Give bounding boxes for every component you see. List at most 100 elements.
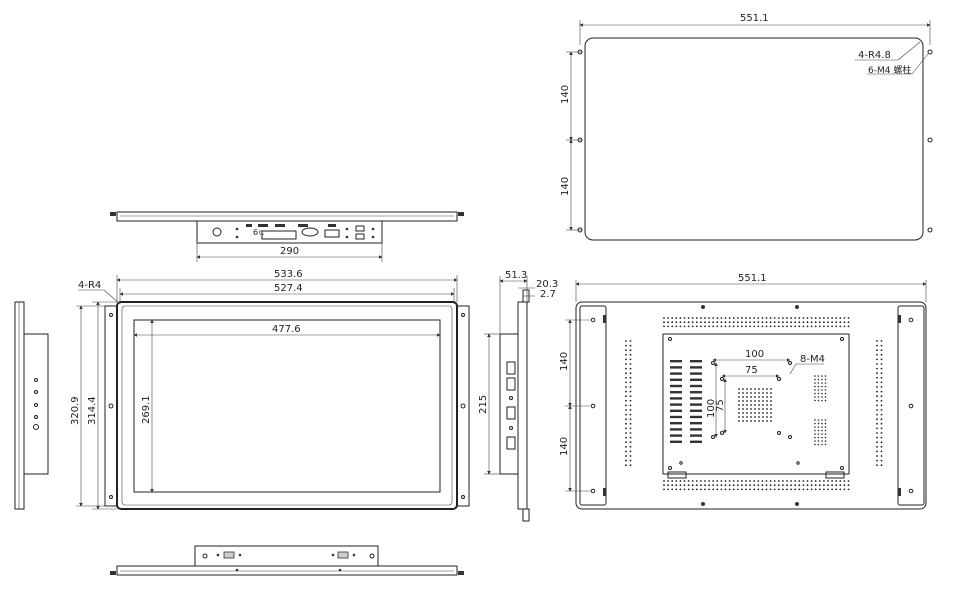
vent-dot <box>749 317 751 319</box>
vent-dot <box>827 317 829 319</box>
vent-dot <box>814 396 816 398</box>
vent-dot <box>770 408 772 410</box>
vent-dot <box>625 358 627 361</box>
vent-slot <box>670 384 682 388</box>
vent-dot <box>766 396 768 398</box>
vent-dot <box>817 443 820 446</box>
vent-dot <box>667 484 669 487</box>
vent-dot <box>629 445 632 448</box>
vent-dot <box>818 488 821 491</box>
vent-dot <box>753 484 756 487</box>
vent-dot <box>683 325 686 328</box>
vent-dot <box>683 484 686 487</box>
vent-dot <box>876 386 878 388</box>
vent-dot <box>814 378 816 381</box>
vent-dot <box>754 400 756 402</box>
vesa-screws-label: 8-M4 <box>800 354 825 365</box>
vent-dot <box>732 325 735 328</box>
vent-dot <box>821 433 823 435</box>
vent-dot <box>708 321 710 324</box>
vent-dot <box>817 440 820 442</box>
vent-dot <box>625 376 627 379</box>
vent-dot <box>818 480 821 482</box>
vesa-75v-label: 75 <box>715 399 726 412</box>
vent-dot <box>814 321 817 324</box>
vent-dot <box>814 422 816 425</box>
vent-dot <box>823 325 825 328</box>
vent-dot <box>814 440 816 442</box>
vent-dot <box>629 395 632 398</box>
vent-dot <box>821 426 823 428</box>
vent-dot <box>806 484 809 487</box>
vent-dot <box>766 420 768 422</box>
vent-dot <box>742 416 744 418</box>
vent-dot <box>757 317 760 319</box>
vent-dot <box>625 464 627 467</box>
vent-dot <box>753 321 756 324</box>
left-side-view <box>14 301 49 510</box>
vent-dot <box>827 480 829 482</box>
vent-dot <box>629 418 632 421</box>
vent-dot <box>777 480 780 482</box>
vent-dot <box>736 484 739 487</box>
vent-dot <box>817 392 820 395</box>
vent-slot <box>690 409 702 412</box>
vent-dot <box>629 441 632 444</box>
vent-dot <box>754 412 756 414</box>
vent-dot <box>724 480 727 482</box>
vent-dot <box>769 480 772 482</box>
vent-dot <box>754 420 756 422</box>
vent-dot <box>770 420 772 422</box>
vent-slot <box>670 428 682 431</box>
vent-dot <box>810 488 813 491</box>
vent-dot <box>823 488 825 491</box>
vent-slot <box>690 434 702 437</box>
vent-dot <box>817 396 820 398</box>
vent-dot <box>831 484 833 487</box>
vent-dot <box>761 321 764 324</box>
front-bezel <box>116 301 458 510</box>
vent-dot <box>769 317 772 319</box>
vent-dot <box>777 317 780 319</box>
vent-dot <box>798 325 801 328</box>
vent-dot <box>876 459 878 462</box>
vent-dot <box>790 317 792 319</box>
vent-dot <box>810 480 813 482</box>
vent-dot <box>750 412 752 414</box>
vent-dot <box>798 484 801 487</box>
vent-dot <box>679 480 682 482</box>
vent-dot <box>629 390 632 393</box>
vent-dot <box>629 459 632 462</box>
rear-width-label: 551.1 <box>738 273 767 284</box>
vent-dot <box>720 488 723 491</box>
vent-dot <box>835 480 838 482</box>
right-bracket <box>456 305 470 507</box>
vent-dot <box>745 317 747 319</box>
vent-dot <box>742 388 744 390</box>
top-edge-bezel <box>116 211 458 222</box>
vent-dot <box>876 432 878 434</box>
vent-dot <box>712 480 715 482</box>
vent-dot <box>821 419 823 421</box>
top-edge-view: 6⊂ 290 <box>110 211 464 262</box>
vent-slot <box>690 391 702 394</box>
vent-dot <box>880 413 883 416</box>
vent-dot <box>794 484 797 487</box>
vent-dot <box>880 404 883 407</box>
vent-dot <box>814 443 816 446</box>
vent-dot <box>824 440 827 442</box>
vent-dot <box>758 396 760 398</box>
front-inner-label: 527.4 <box>274 283 303 294</box>
vent-dot <box>736 321 739 324</box>
vent-dot <box>821 375 823 377</box>
vent-dot <box>708 317 710 319</box>
top-plate-view: 551.1 140 140 4-R4.8 6-M4 螺柱 <box>560 13 933 241</box>
vent-dot <box>770 416 772 418</box>
vent-dot <box>806 321 809 324</box>
vent-dot <box>687 484 690 487</box>
vent-dot <box>806 317 809 319</box>
vent-dot <box>738 392 740 394</box>
vent-dot <box>786 321 788 324</box>
vent-dot <box>742 396 744 398</box>
vent-dot <box>625 344 627 347</box>
